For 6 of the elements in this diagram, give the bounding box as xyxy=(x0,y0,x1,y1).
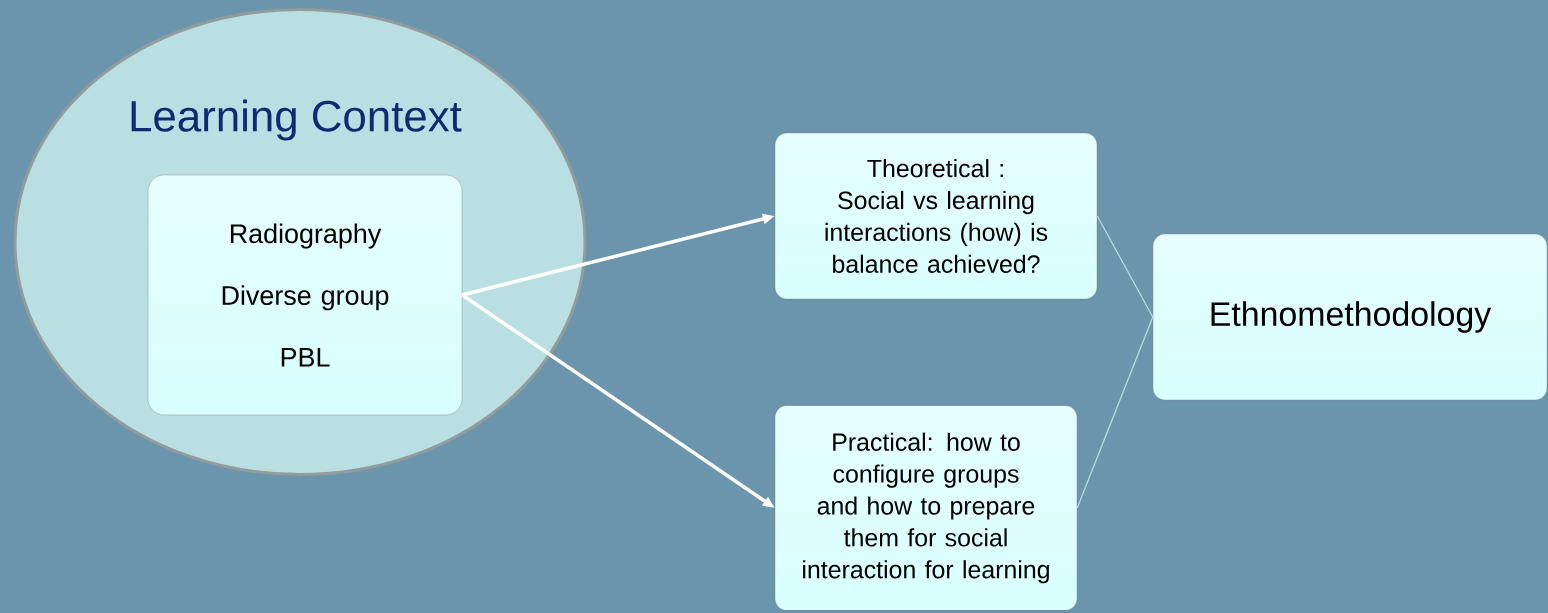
connector-line xyxy=(1096,215,1154,318)
question-box: Practical: how to configure groups and how to prepare them for social interaction for learning xyxy=(774,405,1078,611)
concept-box: Ethnomethodology xyxy=(1152,233,1548,401)
content-box: Radiography Diverse group PBL xyxy=(147,174,463,416)
connector-line xyxy=(1076,316,1154,509)
question-box: Theoretical : Social vs learning interactions (how) is balance achieved? xyxy=(774,132,1098,300)
